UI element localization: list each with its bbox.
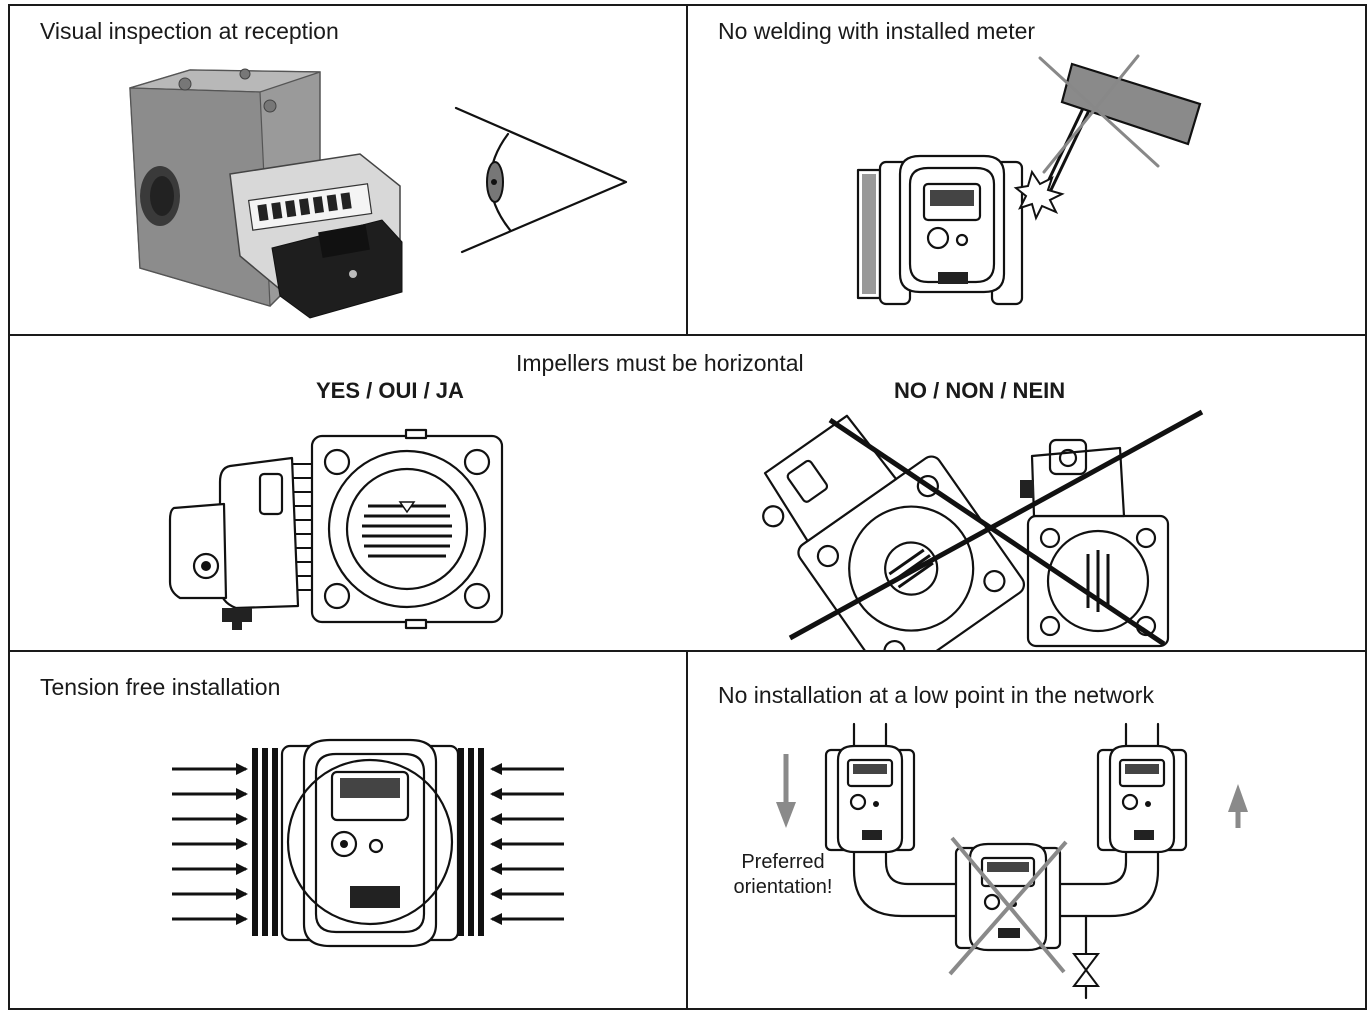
panel-visual-inspection: Visual inspection at reception [8,4,688,336]
panel-tension-free: Tension free installation [8,650,688,1010]
instruction-sheet: Visual inspection at reception [8,4,1367,1010]
panel-title: No installation at a low point in the ne… [718,682,1154,708]
compression-arrows [172,763,564,925]
cross-out-icon [948,836,1068,976]
preferred-orientation-label: Preferred orientation! [718,850,848,900]
arrow-up-icon [1228,784,1248,828]
valve-icon [1072,953,1100,987]
meter-tilted-wrong [762,414,1170,650]
panel-low-point: No installation at a low point in the ne… [686,650,1367,1010]
panel-title: Visual inspection at reception [40,18,339,44]
eye-icon [454,106,628,254]
no-label: NO / NON / NEIN [894,378,1066,403]
panel-title: Tension free installation [40,674,281,700]
meter-horizontal-correct [168,428,504,630]
meter-front-drawing [856,62,1202,306]
meter-photo [129,68,403,319]
spark-icon [1013,169,1065,221]
panel-title: No welding with installed meter [718,18,1036,44]
panel-impellers-horizontal: Impellers must be horizontal YES / OUI /… [8,334,1367,652]
preferred-line-2: orientation! [733,876,833,898]
preferred-line-1: Preferred [741,851,825,873]
meter-clamped-drawing [252,738,484,948]
panel-no-welding: No welding with installed meter [686,4,1367,336]
cross-out-icon [1038,54,1160,174]
cross-out-icon [788,409,1204,647]
arrow-down-icon [776,754,796,828]
panel-title: Impellers must be horizontal [516,350,804,376]
yes-label: YES / OUI / JA [316,378,464,403]
pipe-network-drawing [824,722,1188,1000]
